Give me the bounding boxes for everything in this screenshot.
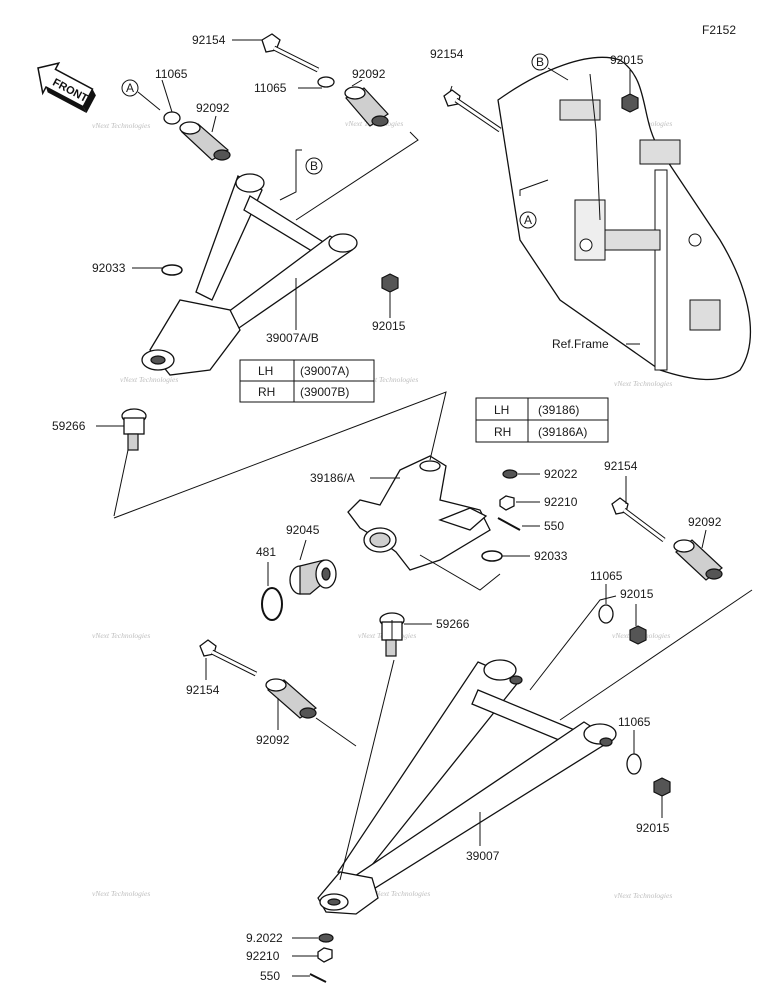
table-knuckle: LH (39186) RH (39186A) — [475, 397, 609, 443]
label-39007: 39007 — [466, 849, 500, 863]
label-11065-top: 11065 — [155, 67, 188, 81]
label-92022-lower: 9.2022 — [246, 931, 283, 945]
label-92092-top-right: 92092 — [352, 67, 386, 81]
label-92154-left: 92154 — [186, 683, 220, 697]
label-92033-lower: 92033 — [534, 549, 568, 563]
label-92015-frame: 92015 — [610, 53, 644, 67]
label-11065-mid: 11065 — [254, 81, 287, 95]
frame-detail — [443, 56, 751, 381]
svg-text:B: B — [310, 159, 318, 173]
leader-lines — [96, 39, 753, 977]
label-92154-top: 92154 — [192, 33, 226, 47]
watermark-text: vNext Technologies — [92, 889, 150, 898]
label-39007ab: 39007A/B — [266, 331, 319, 345]
part-labels: 92154 11065 11065 92092 92092 92154 9201… — [52, 33, 722, 983]
watermark-text: vNext Technologies — [92, 121, 150, 130]
label-92154-frame: 92154 — [430, 47, 464, 61]
watermark-text: vNext Technologies — [372, 889, 430, 898]
svg-text:B: B — [536, 55, 544, 69]
table-knuckle-part-lh: (39186) — [538, 403, 579, 417]
svg-text:A: A — [524, 213, 532, 227]
label-92154-right: 92154 — [604, 459, 638, 473]
label-92033-upper: 92033 — [92, 261, 126, 275]
table-arm-side-lh: LH — [258, 364, 273, 378]
table-arm-part-lh: (39007A) — [300, 364, 349, 378]
ref-frame-label: Ref.Frame — [552, 337, 609, 351]
upper-a-arm — [121, 33, 419, 451]
callout-a-frame: A — [519, 211, 537, 229]
watermark-text: vNext Technologies — [120, 375, 178, 384]
svg-text:A: A — [126, 81, 134, 95]
label-59266-upper: 59266 — [52, 419, 86, 433]
watermark-text: vNext Technologies — [360, 375, 418, 384]
label-92210-upper: 92210 — [544, 495, 578, 509]
bushing-92092-left — [179, 121, 231, 161]
figure-code: F2152 — [702, 23, 736, 37]
watermark-text: vNext Technologies — [92, 631, 150, 640]
callout-a-upper: A — [121, 79, 139, 97]
table-knuckle-part-rh: (39186A) — [538, 425, 587, 439]
table-arm-part-rh: (39007B) — [300, 385, 349, 399]
table-arm-side-rh: RH — [258, 385, 275, 399]
label-550-lower: 550 — [260, 969, 280, 983]
bolt-92154-top — [261, 33, 320, 73]
table-arm: LH (39007A) RH (39007B) — [239, 359, 375, 403]
label-92092-top-left: 92092 — [196, 101, 230, 115]
steering-knuckle — [261, 455, 521, 657]
label-11065-right-a: 11065 — [590, 569, 623, 583]
table-knuckle-side-rh: RH — [494, 425, 511, 439]
watermark-text: vNext Technologies — [614, 891, 672, 900]
label-39186a: 39186/A — [310, 471, 355, 485]
bearing-92045 — [289, 559, 337, 595]
callout-b-upper: B — [305, 157, 323, 175]
label-92022-upper: 92022 — [544, 467, 578, 481]
callout-b-frame: B — [531, 53, 569, 81]
front-arrow-icon: FRONT — [37, 62, 96, 114]
bushing-92092-right — [344, 86, 389, 127]
label-11065-right-b: 11065 — [618, 715, 651, 729]
label-92015-upper: 92015 — [372, 319, 406, 333]
lower-a-arm — [199, 497, 723, 983]
label-92210-lower: 92210 — [246, 949, 280, 963]
label-550-upper: 550 — [544, 519, 564, 533]
label-92092-right: 92092 — [688, 515, 722, 529]
label-92092-left: 92092 — [256, 733, 290, 747]
label-92015-right-b: 92015 — [636, 821, 670, 835]
label-481: 481 — [256, 545, 276, 559]
label-59266-lower: 59266 — [436, 617, 470, 631]
label-92045: 92045 — [286, 523, 320, 537]
table-knuckle-side-lh: LH — [494, 403, 509, 417]
ball-joint-59266-upper — [121, 408, 147, 451]
label-92015-right-a: 92015 — [620, 587, 654, 601]
watermark-text: vNext Technologies — [614, 379, 672, 388]
